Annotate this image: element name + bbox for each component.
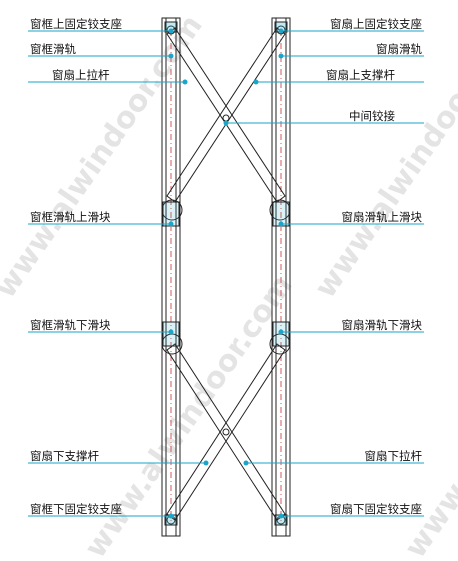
dot-right-1 [278, 53, 284, 59]
lower-arm-b [166, 343, 286, 521]
left-labels: 窗框上固定铰支座 窗框滑轨 窗扇上拉杆 窗框滑轨上滑块 窗框滑轨下滑块 窗扇下支… [30, 17, 122, 516]
dot-right-5 [278, 329, 284, 335]
label-frame-top-pivot: 窗框上固定铰支座 [30, 17, 122, 31]
sash-upper-slider [269, 199, 291, 221]
dot-right-3 [223, 120, 229, 126]
dot-left-2 [182, 79, 188, 85]
dot-left-4 [168, 329, 174, 335]
label-middle-hinge: 中间铰接 [349, 109, 395, 123]
dot-left-5 [203, 460, 209, 466]
middle-hinge-upper [222, 114, 230, 122]
dot-right-7 [278, 513, 284, 519]
label-sash-lower-pull-rod: 窗扇下拉杆 [365, 449, 423, 463]
label-frame-bottom-pivot: 窗框下固定铰支座 [30, 502, 122, 516]
label-sash-upper-pull-rod: 窗扇上拉杆 [52, 68, 110, 82]
leader-dots [168, 28, 284, 519]
dot-right-6 [243, 460, 249, 466]
watermark: www.alwindoor.com www.alwindoor.com www.… [0, 9, 458, 561]
label-sash-top-pivot: 窗扇上固定铰支座 [330, 17, 422, 31]
leader-lines [28, 30, 424, 517]
dot-right-4 [278, 221, 284, 227]
dot-right-2 [253, 79, 259, 85]
watermark-text-4: www.alwindoor.com [398, 269, 458, 561]
dot-right-0 [278, 28, 284, 34]
label-sash-upper-support-rod: 窗扇上支撑杆 [326, 68, 395, 82]
label-sash-lower-support-rod: 窗扇下支撑杆 [30, 449, 99, 463]
dot-left-6 [168, 513, 174, 519]
label-frame-lower-slider: 窗框滑轨下滑块 [30, 318, 111, 332]
label-sash-upper-slider: 窗扇滑轨上滑块 [342, 210, 423, 224]
watermark-text-2: www.alwindoor.com [78, 269, 300, 561]
dot-left-1 [168, 53, 174, 59]
middle-hinge-lower [222, 428, 230, 436]
label-frame-upper-slider: 窗框滑轨上滑块 [30, 210, 111, 224]
sash-top-pivot [276, 25, 286, 35]
frame-upper-slider [161, 199, 183, 221]
label-frame-rail: 窗框滑轨 [30, 42, 76, 56]
frame-top-pivot [166, 25, 176, 35]
label-sash-rail: 窗扇滑轨 [376, 42, 422, 56]
dot-left-0 [168, 28, 174, 34]
label-sash-lower-slider: 窗扇滑轨下滑块 [342, 318, 423, 332]
label-sash-bottom-pivot: 窗扇下固定铰支座 [330, 502, 422, 516]
dot-left-3 [168, 221, 174, 227]
right-labels: 窗扇上固定铰支座 窗扇滑轨 窗扇上支撑杆 中间铰接 窗扇滑轨上滑块 窗扇滑轨下滑… [326, 17, 422, 516]
sash-rail-outer [271, 17, 291, 537]
frame-rail-outer [161, 17, 181, 537]
